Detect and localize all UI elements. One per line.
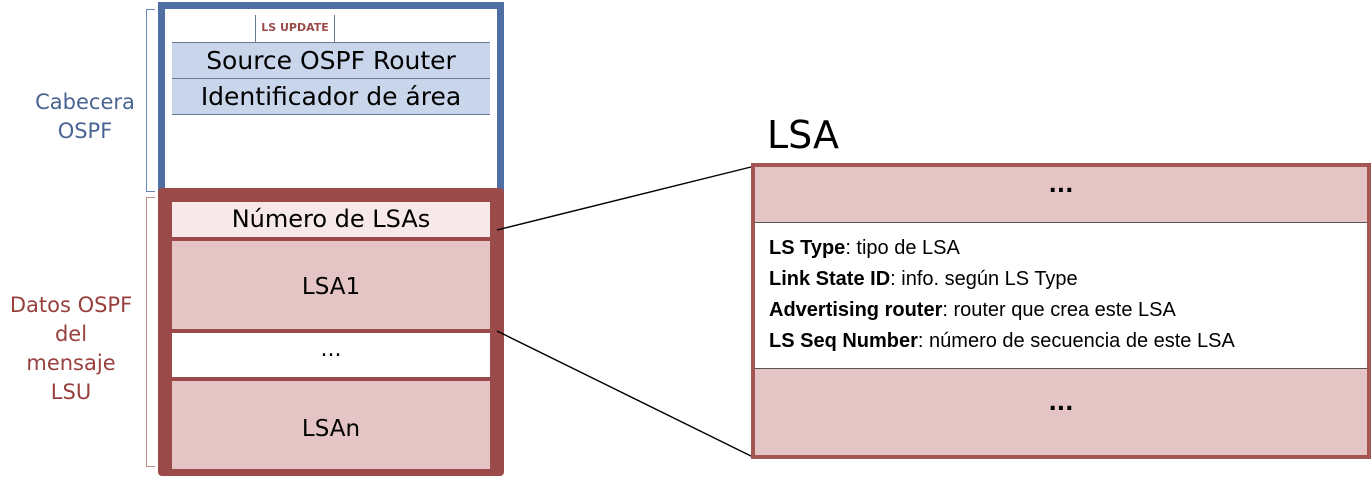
ospf-header-label-line1: Cabecera bbox=[35, 90, 135, 114]
data-bracket bbox=[146, 197, 155, 467]
lsa-field-key: LS Type bbox=[769, 237, 846, 259]
lsa1-cell: LSA1 bbox=[172, 241, 490, 329]
lsa-field-key: LS Seq Number bbox=[769, 330, 918, 352]
lsa-field-key: Link State ID bbox=[769, 268, 891, 290]
ospf-data-label-line2: del bbox=[54, 322, 88, 346]
lsa-fields: LS Type: tipo de LSA Link State ID: info… bbox=[755, 222, 1367, 369]
ospf-data-label-line4: LSU bbox=[50, 380, 92, 404]
connector-line-bottom bbox=[496, 330, 756, 459]
header-type-row: LS UPDATE bbox=[172, 15, 490, 43]
ospf-header-label-line2: OSPF bbox=[57, 119, 113, 143]
area-id-row: Identificador de área bbox=[172, 79, 490, 115]
num-lsas-cell: Número de LSAs bbox=[172, 202, 490, 237]
lsan-cell: LSAn bbox=[172, 381, 490, 469]
ospf-data-label-line1: Datos OSPF bbox=[9, 293, 133, 317]
lsa-field-ls-seq-number: LS Seq Number: número de secuencia de es… bbox=[769, 326, 1367, 357]
lsa-detail-box: ... LS Type: tipo de LSA Link State ID: … bbox=[751, 163, 1371, 459]
ospf-header-label: Cabecera OSPF bbox=[0, 88, 170, 146]
connector-line-top bbox=[496, 165, 756, 231]
ospf-data-label: Datos OSPF del mensaje LSU bbox=[0, 291, 142, 407]
ospf-data-box: Número de LSAs LSA1 ... LSAn bbox=[158, 188, 504, 476]
lsa-title: LSA bbox=[767, 113, 839, 157]
lsa-field-key: Advertising router bbox=[769, 299, 943, 321]
ospf-data-label-line3: mensaje bbox=[26, 351, 116, 375]
header-bracket bbox=[146, 9, 155, 192]
ospf-header-box: LS UPDATE Source OSPF Router Identificad… bbox=[158, 2, 504, 200]
lsa-ellipsis-top: ... bbox=[1048, 173, 1074, 198]
source-router-row: Source OSPF Router bbox=[172, 43, 490, 79]
lsa-field-value: : número de secuencia de este LSA bbox=[917, 330, 1235, 352]
ls-update-type: LS UPDATE bbox=[255, 15, 335, 43]
lsa-field-value: : info. según LS Type bbox=[890, 268, 1078, 290]
lsa-field-link-state-id: Link State ID: info. según LS Type bbox=[769, 264, 1367, 295]
lsa-field-ls-type: LS Type: tipo de LSA bbox=[769, 233, 1367, 264]
lsa-field-value: : tipo de LSA bbox=[845, 237, 960, 259]
lsa-field-value: : router que crea este LSA bbox=[942, 299, 1176, 321]
lsa-field-advertising-router: Advertising router: router que crea este… bbox=[769, 295, 1367, 326]
lsa-ellipsis-cell: ... bbox=[172, 333, 490, 377]
lsa-ellipsis-bottom: ... bbox=[1048, 391, 1074, 416]
